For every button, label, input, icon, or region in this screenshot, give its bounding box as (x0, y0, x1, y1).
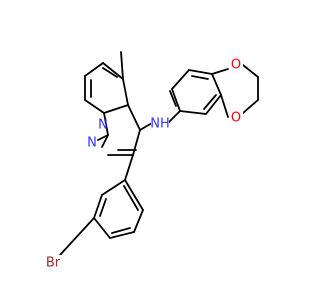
bond (111, 227, 131, 234)
bond (102, 67, 118, 78)
molecule-diagram: N N NH O O Br (42, 51, 259, 271)
bond (188, 69, 213, 75)
nitrogen-ring-atom: N (87, 136, 97, 151)
bond (101, 179, 126, 196)
amine-atom: NH (150, 116, 170, 132)
bond (102, 62, 124, 80)
amine-label: NH (150, 117, 170, 132)
bond (171, 88, 181, 112)
bromine-label: Br (46, 256, 61, 271)
bond (171, 69, 190, 90)
oxygen-top-atom: O (229, 57, 243, 73)
bond (203, 94, 217, 110)
bond (122, 78, 129, 106)
bond (205, 94, 222, 115)
bond (242, 64, 259, 78)
bond (124, 179, 144, 211)
bond (220, 94, 229, 118)
bond (124, 154, 134, 181)
bond (103, 104, 129, 114)
nitrogen-ring-label: N (87, 136, 97, 151)
structure-drawing: N N NH O O Br (42, 51, 259, 271)
bond (99, 198, 107, 217)
bond (103, 112, 109, 136)
bond (133, 209, 144, 233)
nitrogen-bridge-label: N (98, 118, 108, 133)
oxygen-top-label: O (231, 58, 241, 73)
oxygen-bottom-label: O (231, 111, 241, 126)
bond (179, 110, 207, 115)
bond (109, 231, 135, 239)
bond (59, 217, 95, 256)
bond (169, 90, 177, 107)
bond (93, 194, 103, 219)
bromine-atom: Br (42, 255, 64, 271)
bond (84, 99, 105, 114)
bond (211, 73, 222, 96)
bond-lines (59, 51, 259, 256)
bond (191, 75, 209, 80)
oxygen-bottom-atom: O (229, 110, 243, 126)
bond (211, 68, 229, 75)
bond (120, 51, 124, 80)
bond (101, 134, 109, 148)
bond (84, 62, 104, 77)
bond (167, 110, 181, 124)
bond (139, 122, 153, 131)
bond (132, 129, 141, 156)
nitrogen-bridge-atom: N (98, 118, 108, 133)
atom-labels: N N NH O O Br (42, 57, 243, 271)
bond (97, 134, 109, 141)
bond (127, 104, 141, 131)
bond (242, 99, 259, 114)
bond (123, 185, 139, 211)
bond (93, 217, 111, 239)
